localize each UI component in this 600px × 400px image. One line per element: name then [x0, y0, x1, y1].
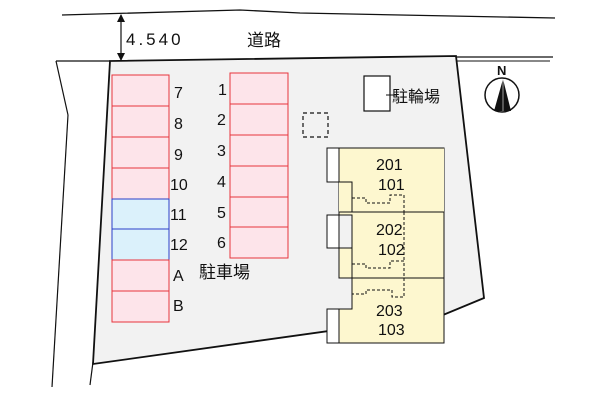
unit-102: 102: [378, 242, 405, 259]
parking-label-B: B: [173, 298, 184, 315]
balcony-2: [326, 214, 340, 249]
parking-space-B[interactable]: [111, 290, 170, 323]
parking-lot-label: 駐車場: [199, 263, 250, 283]
parking-space-2[interactable]: [229, 103, 289, 136]
bicycle-parking-box: [363, 75, 391, 112]
unit-201: 201: [376, 157, 403, 174]
parking-label-10: 10: [170, 177, 188, 194]
parking-space-3[interactable]: [229, 134, 289, 167]
unit-101: 101: [378, 177, 405, 194]
apartment-building: [326, 147, 445, 344]
svg-text:N: N: [497, 63, 506, 78]
dashed-area-marker: [302, 112, 329, 138]
parking-label-3: 3: [217, 143, 226, 160]
parking-space-11[interactable]: [111, 198, 170, 230]
parking-label-11: 11: [170, 207, 187, 224]
parking-label-7: 7: [174, 85, 183, 102]
unit-203: 203: [376, 303, 403, 320]
dashed-corridor-3: [352, 260, 405, 278]
parking-space-10[interactable]: [111, 167, 170, 200]
parking-label-1: 1: [218, 82, 227, 99]
arrow-up-icon: [117, 14, 125, 22]
unit-202: 202: [376, 222, 403, 239]
parking-space-12[interactable]: [111, 228, 170, 261]
parking-space-9[interactable]: [111, 136, 170, 169]
road-edge-top: [61, 9, 556, 19]
balcony-1: [326, 147, 340, 183]
parking-right-column: [229, 72, 289, 259]
arrow-down-icon: [117, 53, 125, 61]
parking-left-column: [111, 74, 170, 323]
parking-space-4[interactable]: [229, 165, 289, 198]
parking-space-A[interactable]: [111, 259, 170, 292]
parking-label-12: 12: [170, 237, 188, 254]
parking-space-5[interactable]: [229, 196, 289, 228]
dashed-corridor-4: [352, 278, 405, 298]
road-width-label: 4.540: [126, 30, 184, 49]
parking-label-9: 9: [174, 147, 183, 164]
parking-label-5: 5: [217, 205, 226, 222]
parking-label-6: 6: [217, 235, 226, 252]
bicycle-parking-label: 駐輪場: [392, 87, 440, 106]
parking-label-8: 8: [174, 116, 183, 133]
parking-label-4: 4: [217, 174, 226, 191]
parking-label-A: A: [173, 268, 184, 285]
parking-label-2: 2: [217, 112, 226, 129]
road-name-label: 道路: [247, 31, 281, 51]
dashed-corridor-1: [352, 194, 405, 212]
left-side-line-outer: [51, 114, 69, 388]
balcony-3: [326, 308, 340, 344]
parking-space-7[interactable]: [111, 74, 170, 107]
left-side-line-inner: [89, 361, 94, 386]
neighbor-lot-line-outer: [55, 60, 69, 116]
parking-space-6[interactable]: [229, 226, 289, 259]
north-compass-icon: N: [484, 63, 520, 113]
parking-space-8[interactable]: [111, 105, 170, 138]
parking-space-1[interactable]: [229, 72, 289, 105]
unit-103: 103: [378, 322, 405, 339]
